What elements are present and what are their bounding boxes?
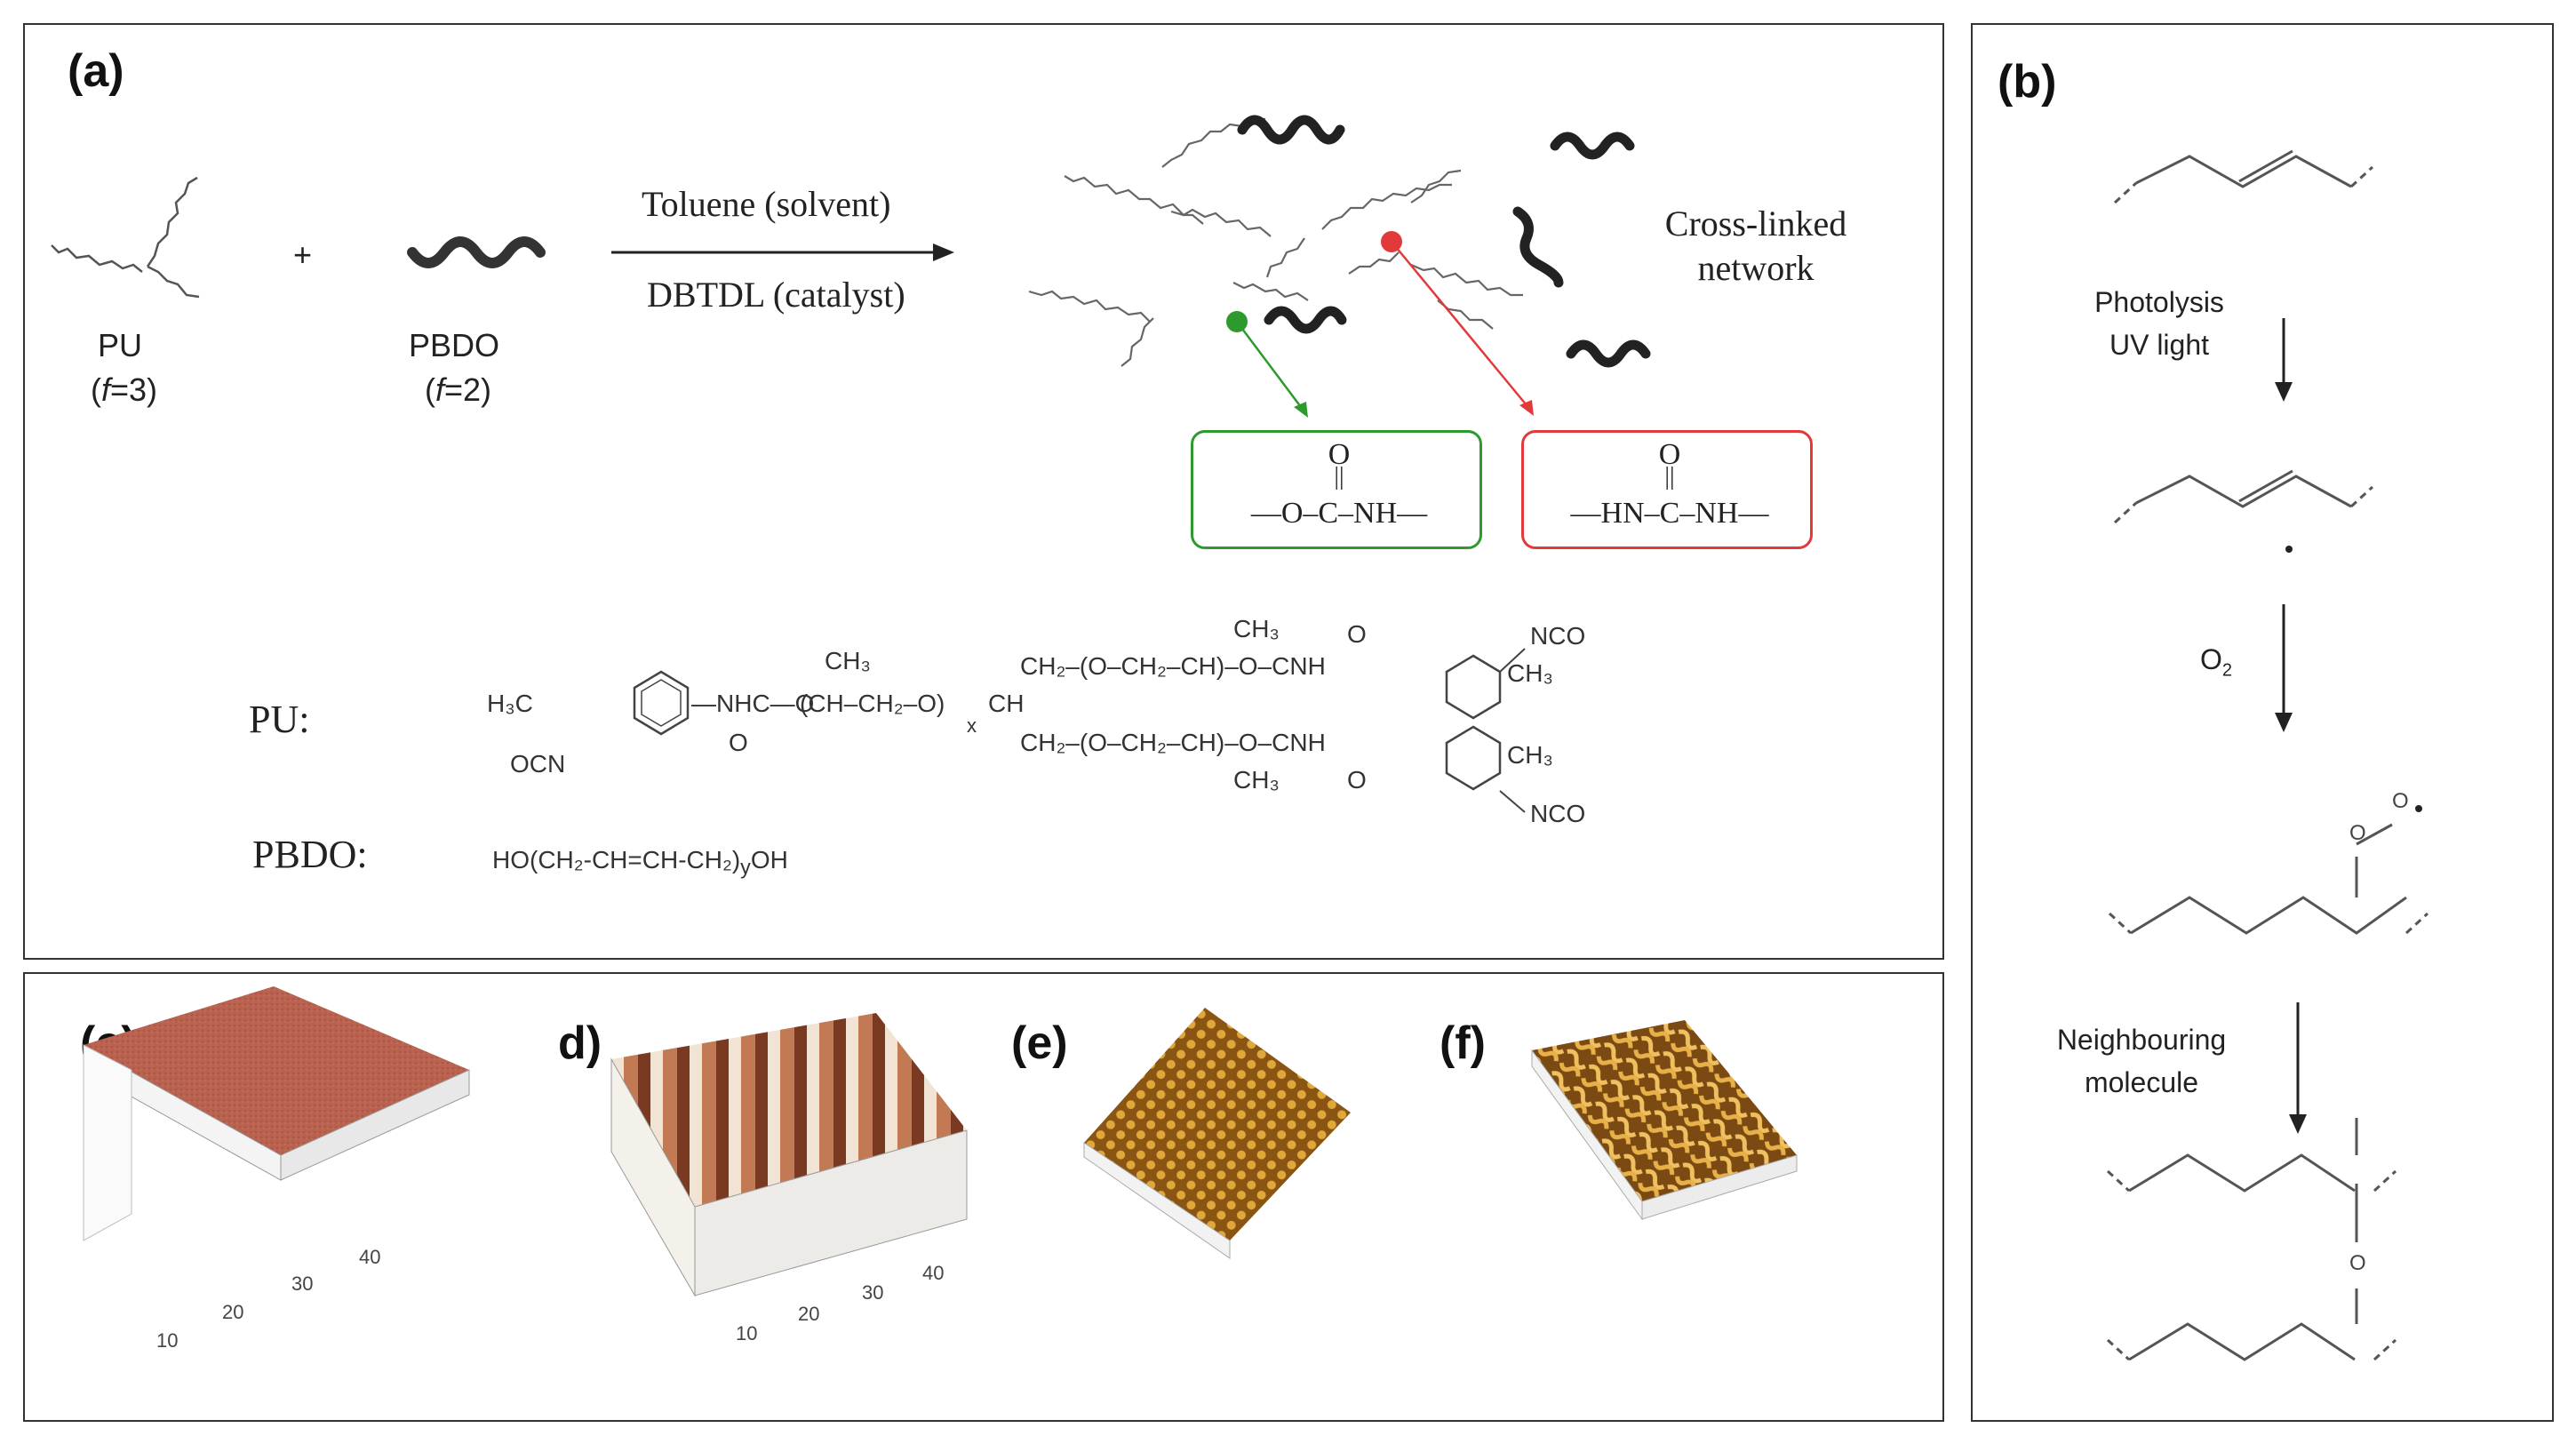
pu-reactant-name: PU [98, 327, 143, 363]
pu-x-subscript: x [967, 714, 977, 737]
pu-nhc: —NHC—O [691, 690, 815, 717]
panel-afm-images: (c) d) (e) (f) [23, 972, 1944, 1422]
peroxy-o1: O [2349, 821, 2366, 845]
urethane-double-bond: || [1334, 463, 1344, 491]
tick-d-20: 20 [798, 1303, 820, 1325]
urea-double-bond: || [1664, 463, 1675, 491]
pu-h3c: H₃C [487, 690, 533, 717]
arrow-condition-solvent: Toluene (solvent) [642, 184, 891, 224]
panel-b-label: (b) [1998, 56, 2057, 108]
product-label-line2: network [1697, 248, 1814, 288]
pu-backbone: (CH–CH₂–O) [800, 690, 945, 717]
step3-line2: molecule [2084, 1066, 2199, 1098]
step2-oxygen: O2 [2200, 643, 2233, 681]
pu-ch3-upper: CH₃ [1233, 615, 1280, 642]
pbdo-formula-label: PBDO: [252, 833, 368, 876]
panel-e-label: (e) [1011, 1017, 1068, 1069]
step3-line1: Neighbouring [2056, 1024, 2227, 1056]
tick-c-40: 40 [359, 1246, 381, 1268]
urea-linkage-box: O || —HN–C–NH— [1521, 430, 1813, 549]
panel-d-label: d) [558, 1017, 602, 1069]
pu-ch3-top: CH₃ [825, 647, 871, 674]
panel-a-label: (a) [68, 45, 124, 97]
tick-d-30: 30 [862, 1281, 884, 1304]
pu-ocn: OCN [510, 750, 566, 778]
pu-lower-chain: CH₂–(O–CH₂–CH)–O–CNH [1020, 729, 1326, 756]
pu-functionality: (f=3) [91, 371, 158, 408]
network-thick-chains [1237, 115, 1651, 368]
tick-c-20: 20 [222, 1301, 244, 1323]
pbdo-reactant-name: PBDO [409, 327, 500, 363]
urethane-oxygen: O [1328, 438, 1351, 471]
pu-o-lower: O [1347, 766, 1367, 794]
tick-c-10: 10 [156, 1329, 179, 1352]
tick-d-10: 10 [736, 1322, 758, 1344]
pbdo-functionality: (f=2) [425, 371, 492, 408]
pu-o-upper: O [1347, 620, 1367, 648]
urea-chain: —HN–C–NH— [1570, 497, 1769, 530]
tick-c-30: 30 [291, 1272, 314, 1295]
urea-oxygen: O [1658, 438, 1681, 471]
reaction-scheme-graphic [51, 115, 1651, 418]
pu-carbonyl-o: O [729, 729, 748, 756]
pu-ch3-lower: CH₃ [1233, 766, 1280, 794]
pu-nco-bottom: NCO [1530, 800, 1586, 827]
afm-surfaces [83, 986, 1798, 1297]
step1-line2: UV light [2109, 329, 2210, 361]
step1-line1: Photolysis [2094, 286, 2224, 318]
pu-ch: CH [988, 690, 1025, 717]
pbdo-formula: HO(CH₂-CH=CH-CH₂)yOH [492, 846, 788, 879]
pu-nco-top: NCO [1530, 622, 1586, 650]
afm-surface-d [610, 1013, 968, 1297]
photo-oxidation-scheme [2106, 149, 2429, 1361]
arrow-condition-catalyst: DBTDL (catalyst) [647, 275, 905, 315]
pu-ring-ch3-top: CH₃ [1507, 659, 1553, 687]
pu-molecule-sketch [51, 176, 200, 299]
network-thin-chains [1028, 117, 1523, 367]
pu-formula-rings [633, 648, 1526, 813]
panel-f-label: (f) [1440, 1017, 1486, 1069]
urethane-linkage-box: O || —O–C–NH— [1191, 430, 1482, 549]
ether-bridge-o: O [2349, 1251, 2366, 1275]
peroxy-o2: O [2392, 789, 2409, 813]
pu-upper-chain: CH₂–(O–CH₂–CH)–O–CNH [1020, 652, 1326, 680]
pbdo-molecule-sketch [407, 236, 546, 268]
product-label-line1: Cross-linked [1664, 203, 1847, 243]
plus-sign: + [293, 236, 313, 273]
afm-surface-f [1531, 1020, 1798, 1221]
afm-surface-c [83, 986, 470, 1241]
tick-d-40: 40 [922, 1262, 945, 1284]
pu-ring-ch3-bottom: CH₃ [1507, 741, 1553, 769]
urethane-chain: —O–C–NH— [1250, 497, 1428, 530]
pu-formula-label: PU: [249, 698, 310, 741]
panel-a: (a) [23, 23, 1944, 960]
afm-surface-e [1083, 1008, 1351, 1259]
panel-b: (b) [1971, 23, 2554, 1422]
